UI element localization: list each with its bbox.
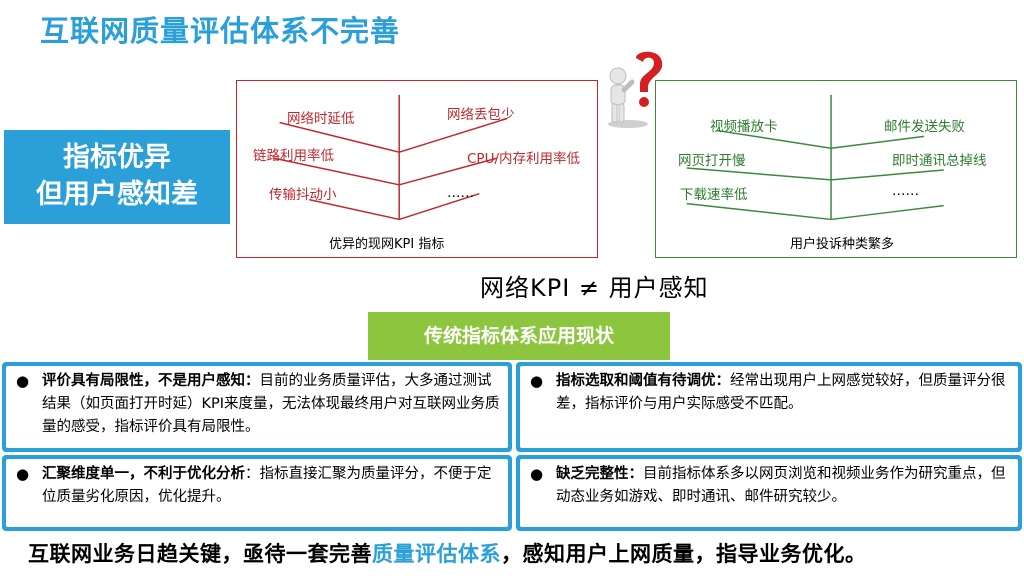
conclusion-part1: 互联网业务日趋关键，亟待一套完善 [28, 542, 372, 566]
user-item: 下载速率低 [680, 187, 748, 203]
summary-label-line2: 但用户感知差 [36, 179, 198, 210]
bullet-icon: ● [530, 372, 544, 390]
kpi-item: 网络丢包少 [447, 107, 515, 123]
card-heading: 指标选取和阈值有待调优： [556, 373, 730, 389]
user-fishbone-lines [686, 94, 944, 221]
user-caption: 用户投诉种类繁多 [790, 237, 895, 252]
conclusion-highlight: 质量评估体系 [372, 542, 501, 566]
bullet-icon: ● [530, 465, 544, 483]
conclusion-part2: ，感知用户上网质量，指导业务优化。 [501, 542, 867, 566]
card-heading: 评价具有局限性，不是用户感知： [42, 373, 260, 389]
kpi-caption: 优异的现网KPI 指标 [329, 237, 445, 252]
question-mark-figure-icon [608, 51, 663, 128]
user-item: 视频播放卡 [710, 119, 778, 135]
card-text: 目前的业务质量评估，大多通过测试结果（如页面打开时延）KPI来度量，无法体现最终… [42, 373, 500, 435]
kpi-item: 链路利用率低 [253, 148, 334, 164]
user-item: 网页打开慢 [678, 153, 746, 169]
kpi-item: …… [447, 185, 474, 201]
kpi-fishbone-box: 网络时延低 网络丢包少 链路利用率低 CPU/内存利用率低 传输抖动小 …… 优… [236, 80, 598, 258]
conclusion-line: 互联网业务日趋关键，亟待一套完善质量评估体系，感知用户上网质量，指导业务优化。 [28, 538, 867, 568]
user-item: 邮件发送失败 [884, 119, 965, 135]
user-item: 即时通讯总掉线 [892, 153, 987, 169]
issue-card-completeness: ● 缺乏完整性：目前指标体系多以网页浏览和视频业务作为研究重点，但动态业务如游戏… [516, 455, 1022, 531]
user-fishbone-box: 视频播放卡 邮件发送失败 网页打开慢 即时通讯总掉线 下载速率低 …… 用户投诉… [655, 80, 1017, 258]
card-heading: 缺乏完整性： [556, 466, 643, 482]
issue-card-limitation: ● 评价具有局限性，不是用户感知：目前的业务质量评估，大多通过测试结果（如页面打… [2, 362, 512, 452]
issue-card-threshold: ● 指标选取和阈值有待调优：经常出现用户上网感觉较好，但质量评分很差，指标评价与… [516, 362, 1022, 452]
issue-card-dimension: ● 汇聚维度单一，不利于优化分析：指标直接汇聚为质量评分，不便于定位质量劣化原因… [2, 455, 512, 531]
kpi-item: 传输抖动小 [269, 187, 337, 203]
kpi-vs-perception: 网络KPI ≠ 用户感知 [480, 274, 709, 302]
card-text: 目前指标体系多以网页浏览和视频业务作为研究重点，但动态业务如游戏、即时通讯、邮件… [556, 466, 1006, 505]
kpi-item: 网络时延低 [287, 111, 355, 127]
summary-label-line1: 指标优异 [63, 142, 171, 173]
bullet-icon: ● [16, 372, 30, 390]
kpi-item: CPU/内存利用率低 [467, 151, 580, 167]
page-title: 互联网质量评估体系不完善 [40, 14, 401, 48]
kpi-fishbone-lines [273, 94, 508, 221]
user-item: …… [892, 183, 919, 199]
summary-label: 指标优异 但用户感知差 [4, 130, 230, 224]
card-heading: 汇聚维度单一，不利于优化分析 [42, 466, 245, 482]
card-text: ：指标直接汇聚为质量评分，不便于定位质量劣化原因，优化提升。 [42, 466, 492, 505]
card-text: 经常出现用户上网感觉较好，但质量评分很差，指标评价与用户实际感受不匹配。 [556, 373, 1006, 412]
status-banner: 传统指标体系应用现状 [368, 312, 670, 360]
bullet-icon: ● [16, 465, 30, 483]
